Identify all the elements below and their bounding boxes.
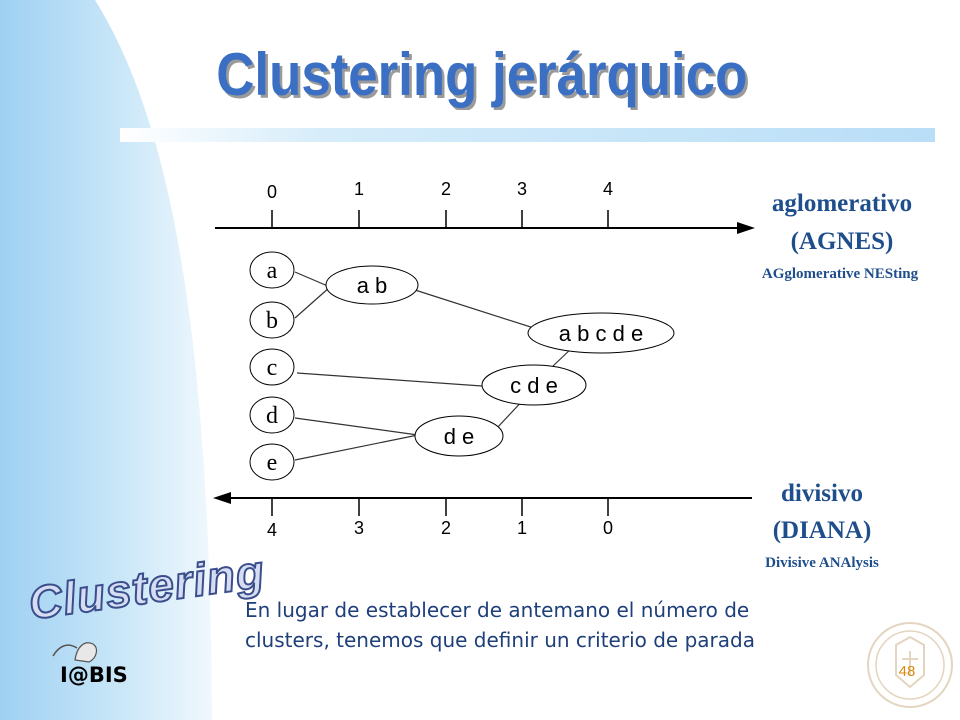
edge-d-de — [294, 417, 419, 436]
ibis-bird-icon — [52, 642, 98, 663]
agnes-tick-label-2: 2 — [440, 179, 451, 199]
cluster-node-de: d e — [414, 415, 504, 457]
cluster-label-cde: c d e — [510, 373, 558, 398]
leaf-node-c: c — [249, 348, 295, 386]
diana-abbreviation: (DIANA) — [772, 517, 872, 544]
cluster-label-ab: a b — [357, 273, 388, 298]
leaf-node-e: e — [249, 443, 295, 481]
agnes-label: aglomerativo — [771, 190, 913, 217]
leaf-node-a: a — [249, 251, 295, 289]
agnes-tick-label-0: 0 — [266, 182, 277, 202]
leaf-label-d: d — [266, 403, 278, 429]
stopping-criterion-caption: En lugar de establecer de antemano el nú… — [245, 595, 865, 655]
caption-line-1: En lugar de establecer de antemano el nú… — [245, 598, 750, 622]
diana-expansion: Divisive ANAlysis — [765, 555, 879, 571]
leaf-label-e: e — [267, 450, 278, 476]
slide-title: Clustering jerárquico — [216, 41, 748, 108]
edge-a-ab — [294, 271, 331, 288]
ibis-logo: I@BIS — [60, 663, 128, 687]
title-underline-strip — [120, 128, 935, 142]
diana-tick-label-2: 2 — [440, 518, 451, 538]
diana-tick-label-3: 3 — [353, 518, 364, 538]
left-band — [0, 0, 212, 720]
caption-line-2: clusters, tenemos que definir un criteri… — [245, 628, 755, 652]
cluster-label-abcde: a b c d e — [559, 321, 643, 346]
cluster-node-ab: a b — [325, 265, 419, 305]
diana-tick-label-4: 4 — [266, 520, 277, 540]
diana-axis-arrowhead — [213, 492, 231, 504]
diana-tick-label-0: 0 — [602, 518, 613, 538]
edge-e-de — [294, 434, 419, 461]
edge-ab-abcde — [414, 289, 541, 331]
diana-label: divisivo — [781, 480, 863, 507]
diana-tick-label-1: 1 — [516, 518, 527, 538]
agnes-expansion: AGglomerative NESting — [761, 266, 919, 282]
edge-c-cde — [296, 372, 483, 387]
cluster-label-de: d e — [444, 424, 475, 449]
agnes-tick-label-4: 4 — [602, 179, 613, 199]
agnes-tick-label-3: 3 — [516, 179, 527, 199]
cluster-node-cde: c d e — [481, 364, 587, 406]
cluster-node-abcde: a b c d e — [527, 312, 675, 354]
leaf-node-d: d — [249, 396, 295, 434]
agnes-tick-label-1: 1 — [353, 179, 364, 199]
leaf-label-a: a — [267, 258, 278, 284]
leaf-label-b: b — [266, 308, 278, 334]
agnes-axis-arrowhead — [737, 222, 755, 234]
university-seal — [867, 622, 953, 708]
agnes-abbreviation: (AGNES) — [790, 228, 894, 255]
leaf-node-b: b — [249, 301, 295, 339]
leaf-label-c: c — [267, 355, 278, 381]
page-number: 48 — [898, 663, 916, 680]
edge-b-ab — [294, 286, 331, 319]
